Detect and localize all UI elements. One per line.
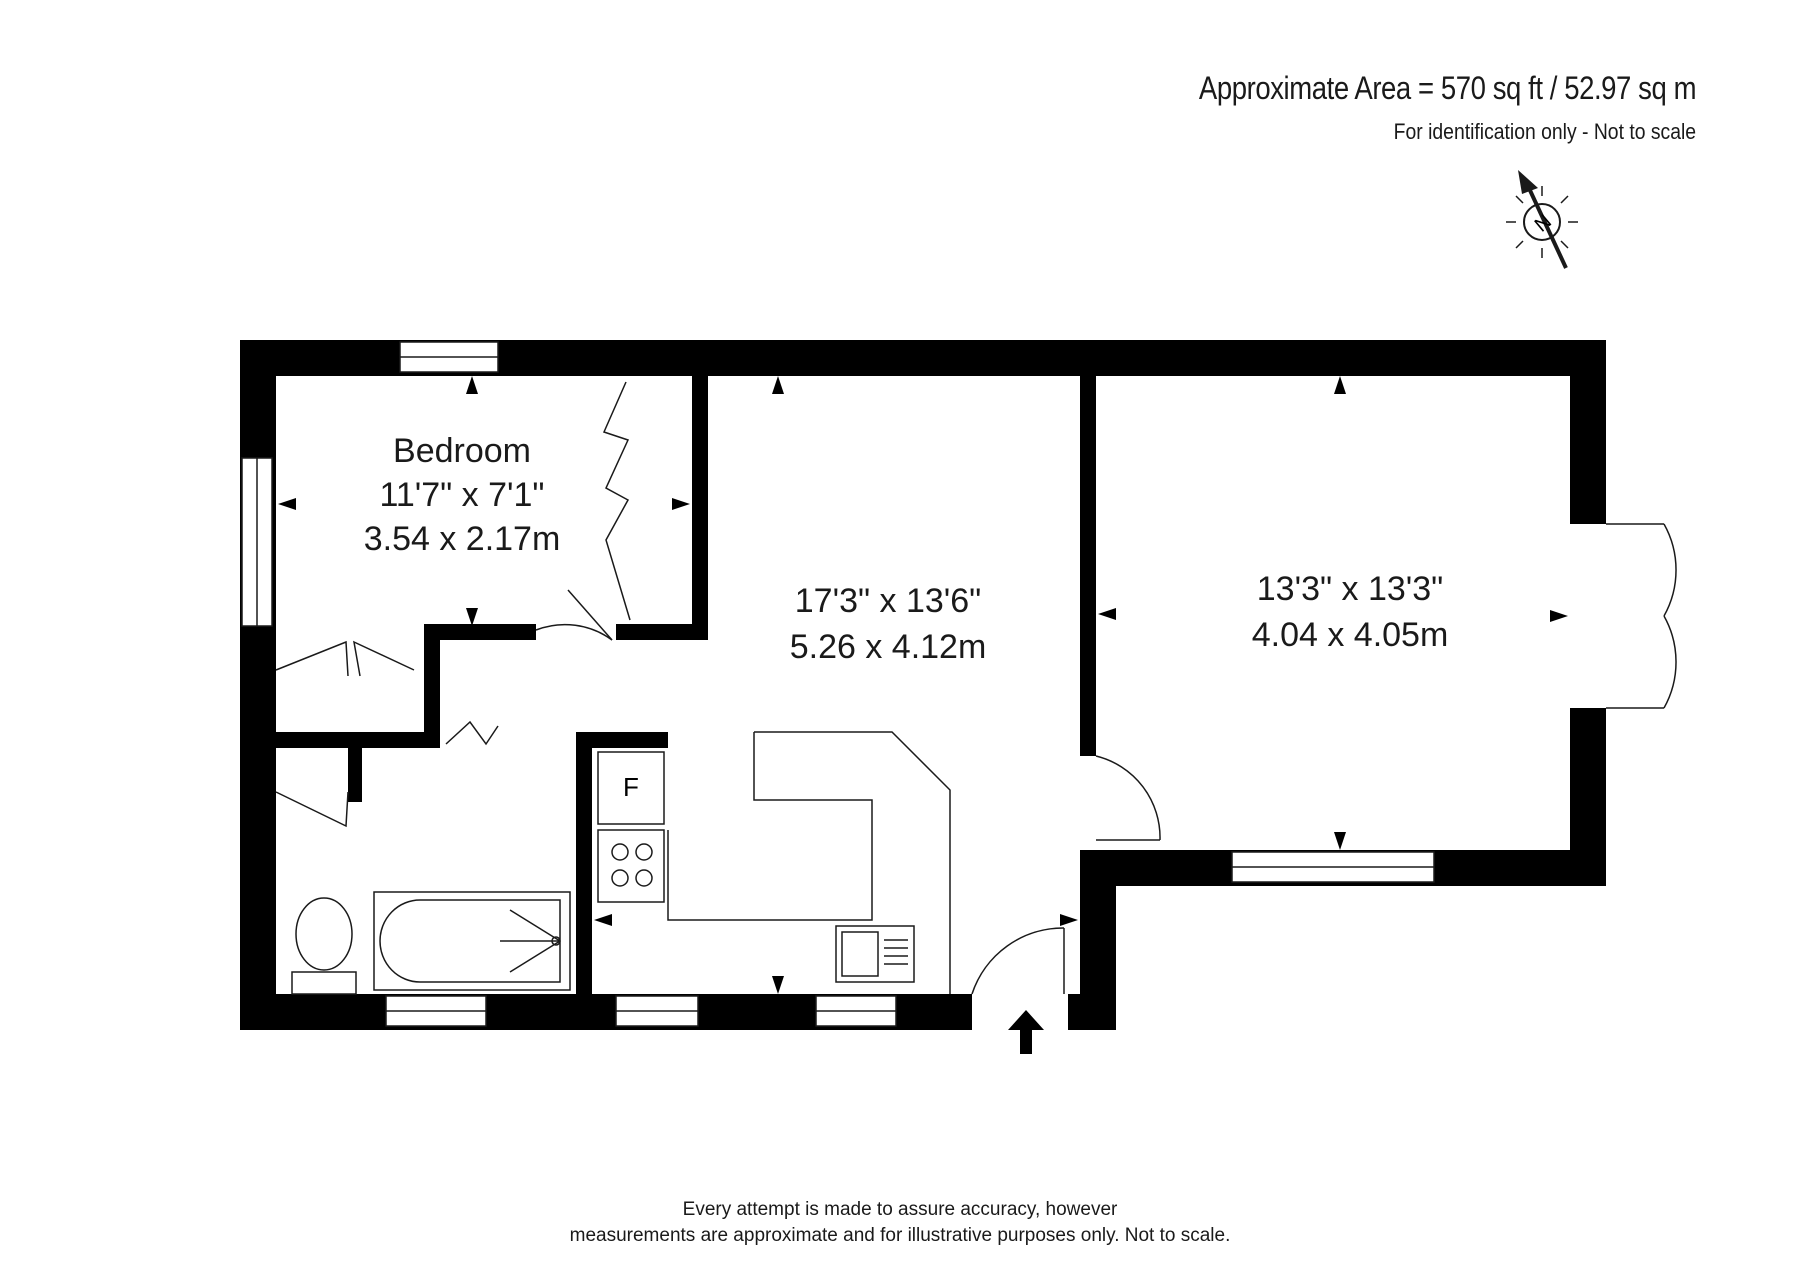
header: Approximate Area = 570 sq ft / 52.97 sq … <box>1118 70 1697 145</box>
compass-icon: N <box>1506 170 1578 269</box>
sink-icon <box>835 925 915 983</box>
disclaimer-line-1: Every attempt is made to assure accuracy… <box>682 1199 1118 1220</box>
bathroom-fixtures <box>291 891 571 995</box>
hob-icon <box>597 829 665 903</box>
disclaimer: Every attempt is made to assure accuracy… <box>0 1197 1800 1249</box>
bedroom-metric: 3.54 x 2.17m <box>364 520 561 558</box>
french-door-opening <box>1570 524 1606 708</box>
entrance-arrow-icon <box>1008 1010 1044 1054</box>
bath-icon <box>373 891 571 991</box>
fridge <box>597 751 665 825</box>
reception-door-opening <box>1080 756 1096 840</box>
bedroom-name: Bedroom <box>393 432 531 470</box>
living-imperial: 17'3" x 13'6" <box>795 582 981 620</box>
windows <box>241 341 1435 1027</box>
toilet-icon <box>291 971 357 995</box>
doors <box>275 381 1677 995</box>
dimension-arrows <box>278 376 1568 994</box>
reception-imperial: 13'3" x 13'3" <box>1257 570 1443 608</box>
living-metric: 5.26 x 4.12m <box>790 628 987 666</box>
kitchen-units <box>597 731 951 994</box>
bedroom-imperial: 11'7" x 7'1" <box>379 476 544 514</box>
reception-metric: 4.04 x 4.05m <box>1252 616 1449 654</box>
approximate-area: Approximate Area = 570 sq ft / 52.97 sq … <box>1198 70 1697 106</box>
fridge-label: F <box>623 772 639 802</box>
disclaimer-line-2: measurements are approximate and for ill… <box>569 1225 1231 1246</box>
identification-note: For identification only - Not to scale <box>1393 119 1696 144</box>
